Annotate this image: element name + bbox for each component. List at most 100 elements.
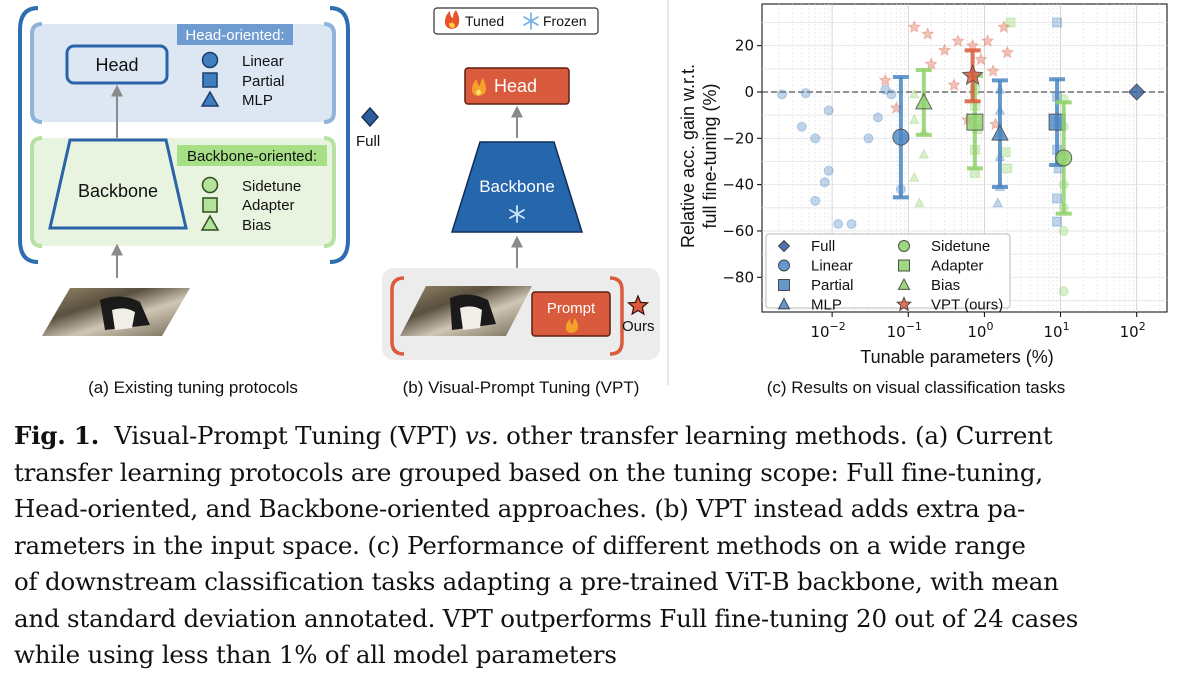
vpt-backbone-trapezoid: [450, 141, 584, 233]
ours-star-icon: [627, 294, 649, 316]
caption-line-1a: Visual-Prompt Tuning (VPT): [114, 421, 458, 450]
bias-icon: [200, 214, 220, 231]
data-point: [1052, 216, 1063, 227]
backbone-method-adapter: Adapter: [242, 197, 295, 214]
data-point: [951, 33, 965, 47]
head-method-partial: Partial: [242, 73, 285, 90]
legend-label: Full: [811, 238, 835, 255]
data-point: [947, 77, 961, 91]
x-tick-label: 102: [1120, 320, 1146, 341]
panel-b: Tuned Frozen Head Backbone: [382, 7, 660, 397]
y-axis-label-line1: Relative acc. gain w.r.t.: [678, 64, 698, 248]
y-tick-label: −60: [722, 222, 754, 240]
data-point: [1058, 225, 1069, 236]
fig-label: Fig. 1.: [14, 421, 100, 450]
caption-line-5: of downstream classification tasks adapt…: [14, 567, 1059, 596]
prompt-box: [531, 291, 611, 337]
summary-marker-full: [1127, 83, 1146, 101]
data-point: [872, 112, 883, 123]
x-tick-labels: 10−2 10−1 100 101 102: [810, 312, 1146, 341]
snowflake-icon: [523, 12, 539, 30]
adapter-icon: [202, 197, 218, 213]
data-point: [823, 105, 834, 116]
summary-marker-bias: [914, 92, 933, 110]
legend-label: Partial: [811, 277, 854, 294]
data-point: [823, 165, 834, 176]
y-tick-label: 20: [735, 37, 754, 55]
data-point: [796, 121, 807, 132]
prompt-fire-icon: [565, 318, 578, 333]
head-label: Head: [95, 55, 138, 75]
caption-line-6: and standard deviation annotated. VPT ou…: [14, 603, 1079, 633]
data-point: [880, 84, 891, 95]
data-point: [907, 20, 922, 33]
prompt-label: Prompt: [547, 300, 596, 317]
panel-c-caption: (c) Results on visual classification tas…: [767, 378, 1066, 397]
caption-line-3: Head-oriented, and Backbone-oriented app…: [14, 494, 1026, 523]
caption-line-1: Fig. 1. Visual-Prompt Tuning (VPT) vs. o…: [14, 418, 1164, 455]
x-tick-label: 101: [1044, 320, 1070, 341]
caption-line-7: while using less than 1% of all model pa…: [14, 640, 617, 669]
data-point: [908, 113, 920, 124]
vpt-head-box: [464, 67, 570, 105]
data-point: [819, 177, 830, 188]
data-point: [1002, 163, 1013, 174]
head-group-title-bg: [177, 24, 293, 45]
partial-icon: [202, 72, 218, 88]
head-box: [65, 44, 169, 85]
data-point: [918, 148, 930, 159]
figure-caption: Fig. 1. Visual-Prompt Tuning (VPT) vs. o…: [14, 418, 1164, 674]
summary-marker-mlp: [991, 123, 1009, 141]
input-image-a: [42, 288, 190, 336]
chart-legend-items: FullLinearPartialMLPSidetuneAdapterBiasV…: [777, 238, 1003, 314]
legend-label: Bias: [931, 277, 960, 294]
backbone-group-title: Backbone-oriented:: [187, 148, 317, 165]
legend-label: Adapter: [931, 258, 984, 275]
y-tick-label: −20: [722, 129, 754, 147]
caption-line-2: transfer learning protocols are grouped …: [14, 457, 1043, 487]
full-label: Full: [356, 133, 380, 150]
data-point: [1052, 17, 1063, 28]
x-tick-label: 10−2: [810, 320, 845, 341]
data-point: [1005, 17, 1016, 28]
legend-tuned: Tuned: [465, 13, 504, 29]
summary-marker-adapter: [966, 113, 984, 131]
x-axis-label: Tunable parameters (%): [860, 347, 1053, 367]
panel-b-caption: (b) Visual-Prompt Tuning (VPT): [403, 378, 640, 397]
ours-label: Ours: [622, 318, 655, 335]
data-point: [777, 89, 788, 100]
legend-label: Sidetune: [931, 238, 990, 255]
data-point: [986, 64, 1000, 77]
y-tick-labels: 200−20−40−60−80: [722, 37, 762, 286]
legend-marker: [777, 239, 791, 253]
y-axis-label-line2: full fine-tuning (%): [700, 83, 720, 228]
tuned-frozen-legend: [433, 7, 599, 35]
data-point: [997, 20, 1011, 33]
x-tick-label: 10−1: [887, 320, 922, 341]
data-point: [1000, 147, 1011, 158]
data-point: [810, 133, 821, 144]
data-point: [833, 219, 844, 229]
backbone-method-sidetune: Sidetune: [242, 178, 301, 195]
legend-marker: [895, 296, 913, 312]
y-tick-label: −80: [722, 268, 754, 286]
data-point: [1000, 45, 1015, 59]
legend-marker: [778, 279, 790, 291]
summary-marker-linear: [892, 128, 910, 146]
legend-marker: [777, 297, 791, 310]
head-method-mlp: MLP: [242, 92, 273, 109]
linear-icon: [201, 51, 219, 69]
panel-a-caption: (a) Existing tuning protocols: [88, 378, 298, 397]
data-point: [886, 89, 897, 100]
panel-a: Head Head-oriented: Linear Partial MLP B…: [18, 6, 380, 397]
summary-markers: [892, 48, 1146, 216]
legend-frozen: Frozen: [543, 13, 587, 29]
summary-marker-sidetune: [1055, 149, 1073, 167]
x-tick-label: 100: [967, 320, 993, 341]
figure: Head Head-oriented: Linear Partial MLP B…: [18, 0, 1168, 397]
fire-icon: [444, 10, 460, 29]
legend-marker: [897, 277, 911, 290]
data-point: [992, 197, 1004, 208]
left-bracket: [18, 6, 39, 264]
